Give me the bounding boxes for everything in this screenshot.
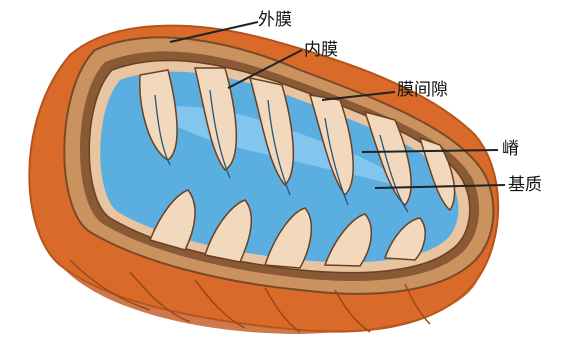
label-intermembrane-space: 膜间隙: [397, 80, 448, 100]
label-outer-membrane: 外膜: [258, 10, 292, 30]
label-matrix: 基质: [508, 175, 542, 195]
label-cristae: 嵴: [502, 139, 519, 159]
label-inner-membrane: 内膜: [304, 40, 338, 60]
